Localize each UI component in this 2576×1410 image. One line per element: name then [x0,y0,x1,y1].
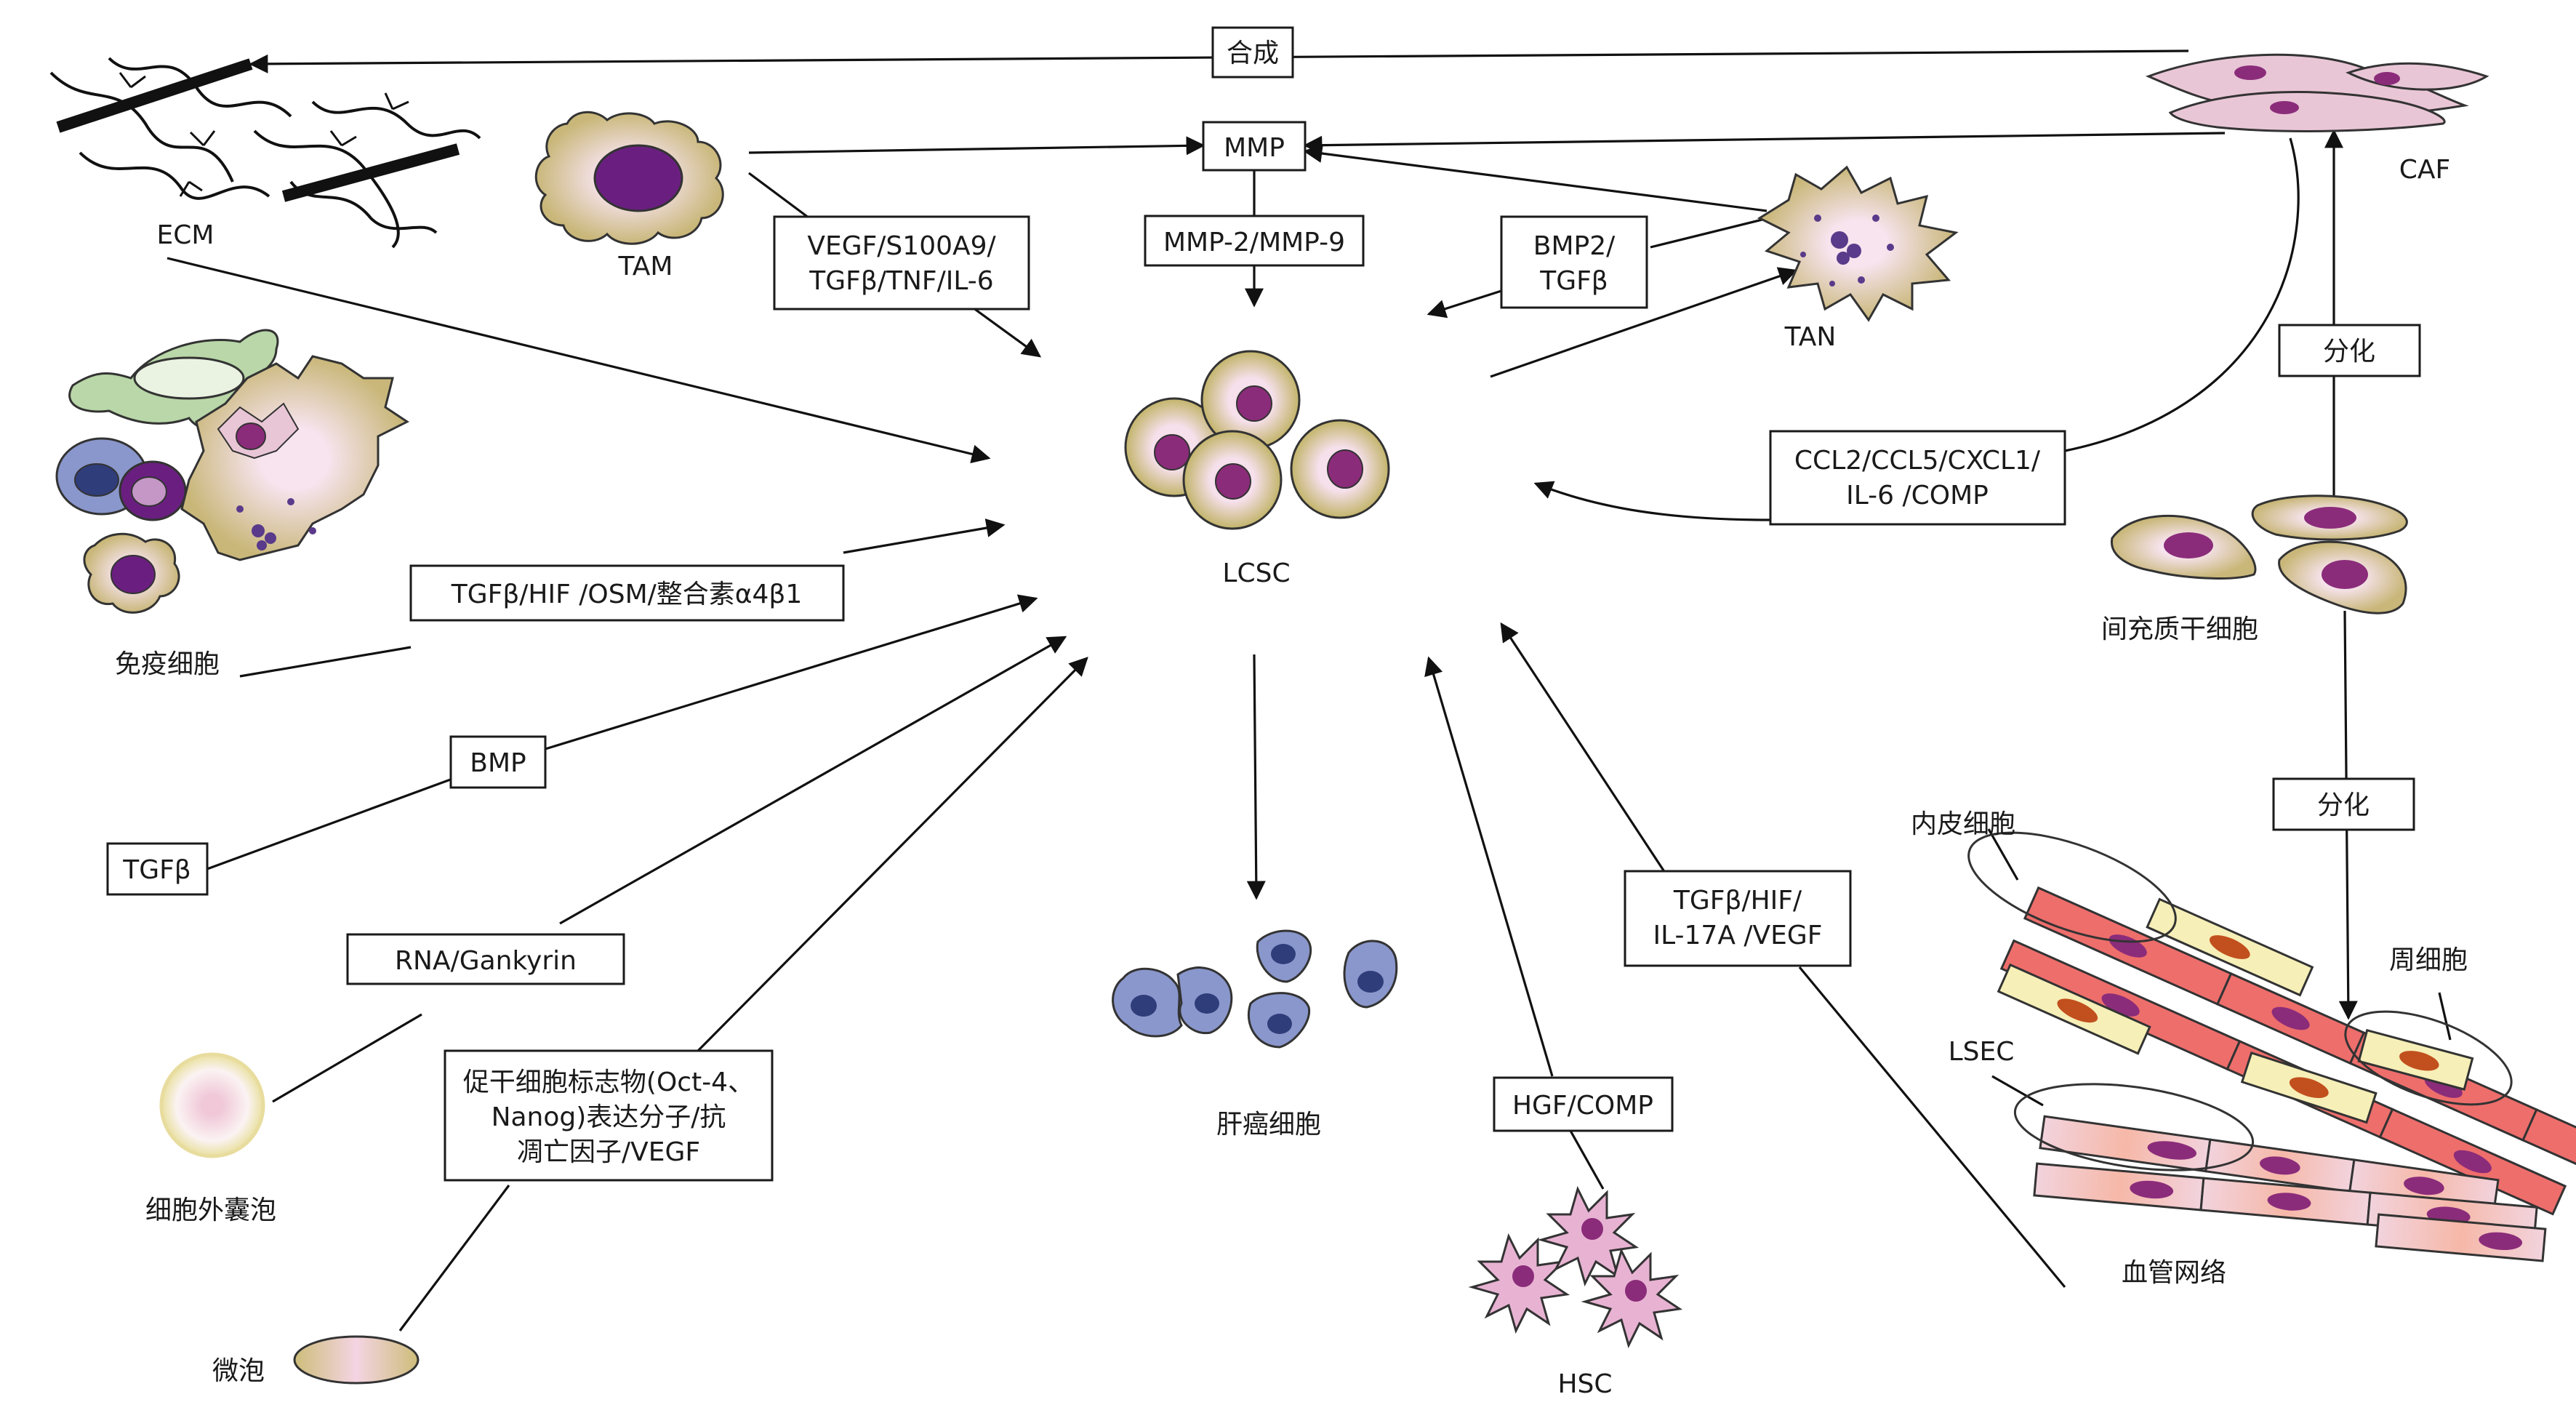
line-vascular-to-box [1798,966,2066,1289]
label-tam: TAM [618,252,673,281]
arrow-ccl-to-lcsc [1533,481,1771,521]
arrow-tan-to-mmp [1303,144,1768,212]
arrow-lcsc-to-tan [1490,267,1798,378]
arrow-rna-to-lcsc [559,636,1067,925]
box-bmp2-line2: TGFβ [1539,266,1608,296]
box-synth-text: 合成 [1227,39,1279,68]
box-diff1: 分化 [2278,324,2421,377]
vascular-network-illustration [1967,831,2576,1262]
caf-cell-illustration [2145,53,2489,132]
label-endothelial: 内皮细胞 [1911,809,2015,839]
box-tgf-hif-text: TGFβ/HIF /OSM/整合素α4β1 [451,580,803,609]
box-rna-text: RNA/Gankyrin [395,946,577,976]
lcsc-cell-cluster [1124,350,1390,530]
box-mmp: MMP [1202,121,1307,172]
box-tgf-hif: TGFβ/HIF /OSM/整合素α4β1 [409,564,845,622]
box-diff1-text: 分化 [2323,337,2375,366]
label-vascular: 血管网络 [2122,1258,2226,1288]
box-ccl: CCL2/CCL5/CXCL1/ IL-6 /COMP [1769,430,2066,526]
exosome-illustration [159,1052,265,1158]
line-immune-to-box [239,646,412,678]
box-tgfb: TGFβ [106,842,209,896]
label-hcc: 肝癌细胞 [1216,1110,1321,1139]
line-tgfb-to-bmp [206,777,455,870]
box-rna: RNA/Gankyrin [346,933,625,985]
label-immune: 免疫细胞 [115,649,220,679]
box-mmp29: MMP-2/MMP-9 [1144,215,1365,267]
box-stem-line1: 促干细胞标志物(Oct-4、 [463,1067,754,1097]
label-pericyte: 周细胞 [2389,945,2468,975]
arrow-lcsc-to-hcc [1246,654,1266,900]
box-stem-line3: 凋亡因子/VEGF [517,1137,700,1167]
callout-lsec [1991,1075,2044,1107]
immune-cells-illustration [55,329,409,614]
box-vegf-line2: TGFβ/TNF/IL-6 [808,266,993,296]
hsc-cells-illustration [1468,1185,1683,1349]
callout-endothelial [1987,828,2019,881]
arrow-il17-to-lcsc [1500,622,1666,873]
label-msc: 间充质干细胞 [2101,614,2258,644]
box-ccl-line2: IL-6 /COMP [1846,481,1989,510]
callout-pericyte [2438,992,2452,1041]
label-microvesicle: 微泡 [212,1356,265,1386]
tan-cell-illustration [1757,165,1959,322]
box-mmp29-text: MMP-2/MMP-9 [1163,228,1345,257]
label-lcsc: LCSC [1222,558,1290,588]
box-diff2-text: 分化 [2317,790,2370,820]
hcc-cells-illustration [1112,929,1398,1049]
box-bmp2-line1: BMP2/ [1533,231,1616,261]
cell-labels: ECM TAM CAF TAN LCSC 免疫细胞 间充质干细胞 肝癌细胞 细胞… [115,155,2468,1399]
box-ccl-line1: CCL2/CCL5/CXCL1/ [1794,446,2041,476]
label-hsc: HSC [1557,1369,1612,1399]
box-vegf-line1: VEGF/S100A9/ [807,231,996,261]
tam-cell-illustration [534,111,724,245]
line-tan-to-bmp2-box [1650,215,1775,249]
arrow-ecm-to-lcsc [166,257,991,464]
arrow-bmp2-to-lcsc [1427,289,1502,319]
box-stem-line2: Nanog)表达分子/抗 [491,1102,726,1132]
msc-cells-illustration [2111,494,2408,614]
arrow-stem-to-lcsc [697,657,1088,1052]
ecm-fibers-illustration [49,57,481,249]
line-caf-to-ccl-box [2064,137,2300,452]
label-tan: TAN [1784,322,1837,352]
box-mmp-text: MMP [1224,133,1285,163]
box-tgfb-text: TGFβ [122,855,191,885]
arrow-tam-to-mmp [748,136,1205,156]
box-il17-line2: IL-17A /VEGF [1653,921,1822,950]
microvesicle-illustration [293,1335,420,1385]
box-il17-line1: TGFβ/HIF/ [1673,886,1802,916]
box-bmp-text: BMP [470,748,526,778]
box-hgf-text: HGF/COMP [1512,1091,1653,1121]
line-microvesicle-to-box [398,1185,510,1331]
box-il17: TGFβ/HIF/ IL-17A /VEGF [1624,870,1852,967]
box-hgf: HGF/COMP [1493,1076,1674,1132]
arrow-bmp-to-lcsc [545,594,1038,750]
box-vegf: VEGF/S100A9/ TGFβ/TNF/IL-6 [773,215,1030,311]
label-ecm: ECM [157,220,214,250]
box-bmp: BMP [449,735,547,789]
line-exosome-to-rna [272,1013,422,1103]
line-hsc-to-hgf [1569,1130,1605,1190]
box-synth: 合成 [1211,26,1294,79]
box-diff2: 分化 [2272,777,2415,831]
arrow-caf-to-mmp [1303,132,2226,155]
box-stem: 促干细胞标志物(Oct-4、 Nanog)表达分子/抗 凋亡因子/VEGF [444,1049,774,1182]
arrow-immune-to-lcsc [843,518,1006,554]
label-exosome: 细胞外囊泡 [145,1195,276,1225]
label-caf: CAF [2399,155,2450,185]
arrow-hgf-to-lcsc [1424,656,1554,1077]
signal-boxes: 合成 MMP MMP-2/MMP-9 VEGF/S100A9/ TGFβ/TNF… [106,26,2421,1182]
box-bmp2: BMP2/ TGFβ [1500,215,1648,309]
label-lsec: LSEC [1949,1037,2015,1067]
